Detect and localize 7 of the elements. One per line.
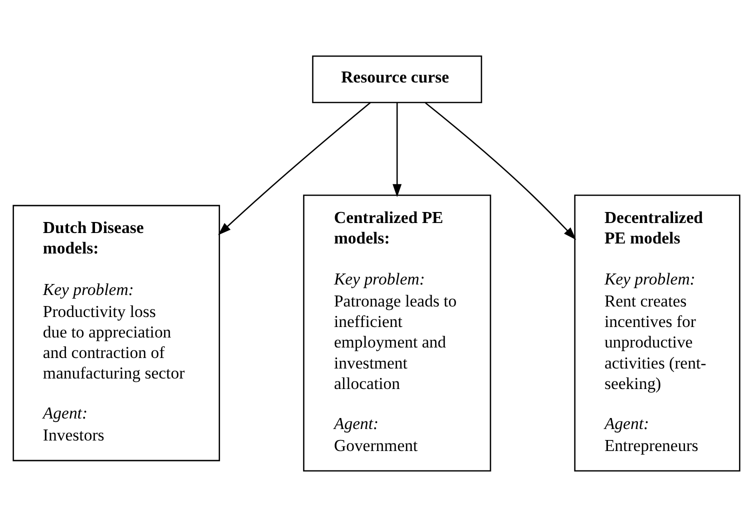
node-box: Decentralized PE models Key problem: Rent creates incentives for unproductive activities (rent-seeking) Agent: Entrepreneurs (574, 194, 740, 472)
arrow (218, 102, 371, 236)
arrow (392, 102, 402, 198)
node-box: Centralized PE models: Key problem: Patronage leads to inefficient employment and investment allocation Agent: Government (303, 194, 492, 472)
node-box: Resource curse (312, 56, 482, 104)
arrow (425, 102, 576, 240)
node-box: Dutch Disease models: Key problem: Productivity loss due to appreciation and contraction of manufacturing sector Agent: Investors (12, 204, 220, 462)
